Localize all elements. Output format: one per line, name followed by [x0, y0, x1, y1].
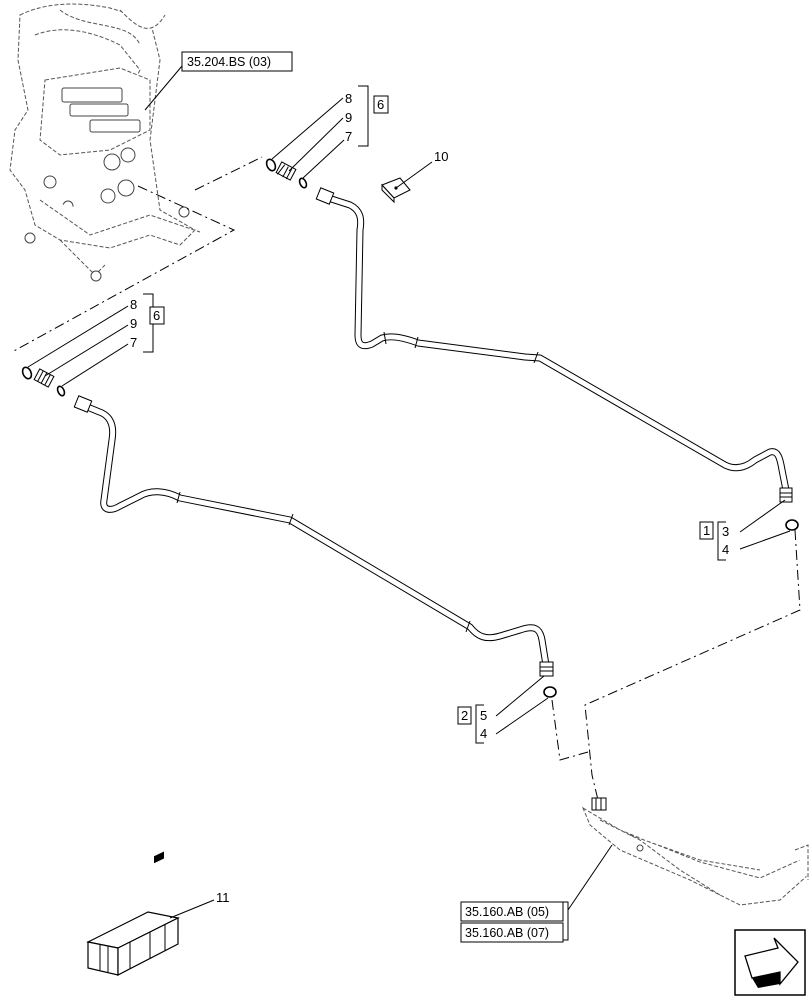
ref-box-frame-a[interactable]: [460, 901, 564, 922]
upper-fitting-kit: [265, 158, 308, 189]
lower-fitting-kit: [21, 366, 66, 397]
callout-bracket: 10: [434, 149, 448, 164]
callout-pipe-upper-4: 4: [722, 542, 729, 557]
pipe-box-1-label: 1: [703, 523, 710, 538]
callout-pipe-lower-5: 5: [480, 708, 487, 723]
pipe-box-2-label: 2: [461, 708, 468, 723]
callout-lower-8: 8: [130, 297, 137, 312]
bracket-part: [381, 177, 411, 204]
callout-upper-7: 7: [345, 129, 352, 144]
next-page-arrow-icon[interactable]: [734, 929, 806, 996]
callout-upper-8: 8: [345, 91, 352, 106]
kit-box-lower[interactable]: [149, 306, 165, 325]
callout-pipe-upper-3: 3: [722, 524, 729, 539]
callout-lower-9: 9: [130, 316, 137, 331]
ref-label-frame-b: 35.160.AB (07): [465, 926, 549, 940]
kit-crate-icon: [86, 851, 180, 976]
frame-illustration: [581, 797, 809, 906]
upper-pipe: [315, 187, 793, 503]
ref-box-frame-b[interactable]: [460, 922, 564, 943]
valve-block-illustration: [9, 3, 201, 282]
pipe-box-1[interactable]: [699, 521, 714, 540]
kit-box-upper-label: 6: [377, 97, 384, 112]
callout-upper-9: 9: [345, 110, 352, 125]
callout-pipe-lower-4: 4: [480, 726, 487, 741]
pipe-box-2[interactable]: [457, 706, 472, 725]
callout-kit-crate: 11: [216, 890, 230, 905]
ref-label-frame-a: 35.160.AB (05): [465, 905, 549, 919]
kit-box-lower-label: 6: [153, 308, 160, 323]
kit-box-upper[interactable]: [373, 95, 389, 114]
lower-pipe: [73, 395, 554, 677]
ref-label-valve-block: 35.204.BS (03): [187, 55, 271, 69]
callout-lower-7: 7: [130, 335, 137, 350]
ref-box-valve-block[interactable]: [181, 51, 293, 72]
